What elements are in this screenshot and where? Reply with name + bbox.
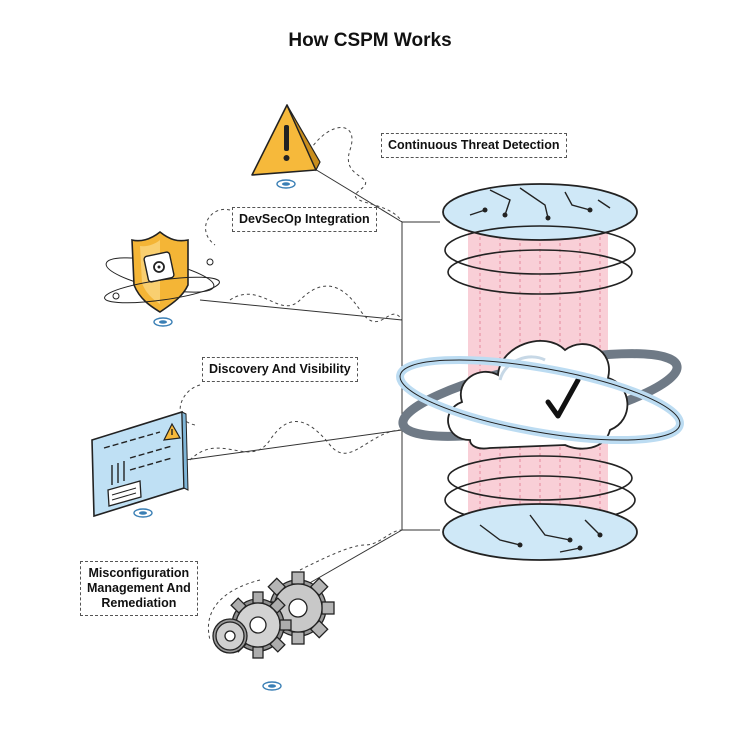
label-devsecop-integration: DevSecOp Integration: [232, 207, 377, 232]
label-misconfiguration-management: Misconfiguration Management And Remediat…: [80, 561, 198, 616]
warning-icon: [251, 104, 321, 189]
dashed-wave-paths: [179, 127, 403, 641]
label-line-3: Remediation: [101, 596, 177, 610]
gears-icon: [212, 571, 335, 691]
shield-gear-icon: [104, 230, 220, 327]
monitor-alert-icon: [91, 410, 189, 518]
cloud-server-check-icon: [396, 183, 684, 561]
diagram-title: How CSPM Works: [288, 30, 452, 51]
label-continuous-threat-detection: Continuous Threat Detection: [381, 133, 567, 158]
label-discovery-and-visibility: Discovery And Visibility: [202, 357, 358, 382]
label-line-2: Management And: [87, 581, 191, 595]
label-line-1: Misconfiguration: [88, 566, 190, 580]
